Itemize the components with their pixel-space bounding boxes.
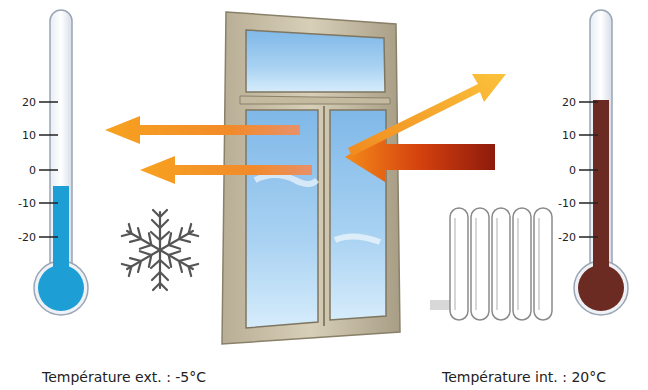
window — [222, 12, 400, 344]
radiator — [430, 208, 552, 320]
scale-number: -10 — [546, 198, 576, 209]
scale-number: 10 — [546, 130, 576, 141]
scale-number: 10 — [6, 130, 36, 141]
outdoor-thermometer — [34, 10, 88, 315]
scale-number: 20 — [546, 97, 576, 108]
heat-loss-arrows — [105, 116, 312, 184]
scale-number: -20 — [546, 232, 576, 243]
reflected-heat-arrow — [348, 74, 506, 156]
scale-number: -20 — [6, 232, 36, 243]
snowflake — [121, 210, 199, 290]
indoor-thermometer — [574, 10, 628, 315]
scale-number: 0 — [6, 165, 36, 176]
scale-number: 20 — [6, 97, 36, 108]
scale-number: -10 — [6, 198, 36, 209]
temperature-caption: Température int. : 20°C — [404, 370, 644, 384]
scale-number: 0 — [546, 165, 576, 176]
temperature-caption: Température ext. : -5°C — [4, 370, 244, 384]
